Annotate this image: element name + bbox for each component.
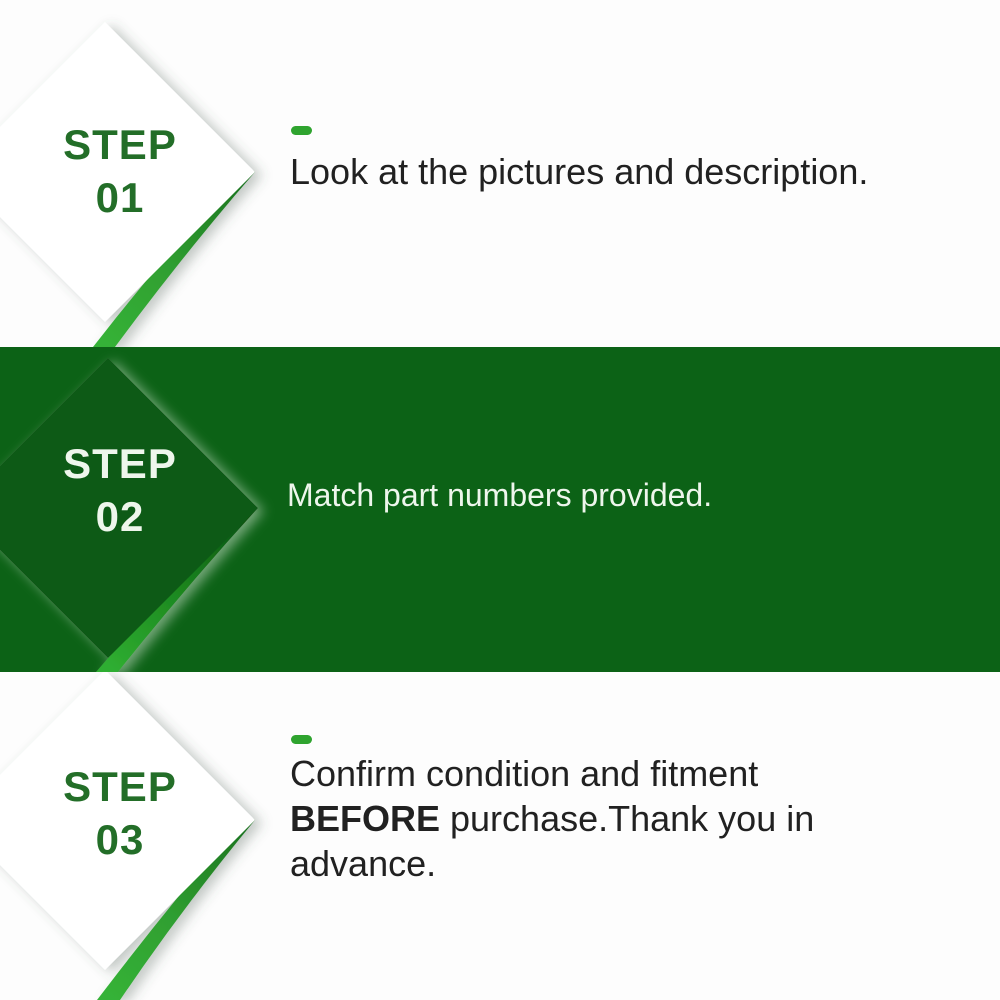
accent-dash-icon [291,126,312,135]
step-1-title: STEP 01 [30,118,210,224]
step-3-label: STEP [63,763,177,810]
step-2-number: 02 [95,493,145,540]
step-3-number: 03 [95,816,145,863]
step-2-title: STEP 02 [30,437,210,543]
accent-dash-icon [291,735,312,744]
step-3-title: STEP 03 [30,760,210,866]
step-1-description: Look at the pictures and description. [290,151,869,192]
step-1-chevron-icon [0,22,255,347]
step-3-description-emphasis: BEFORE [290,798,441,839]
step-2-chevron-icon [0,358,258,672]
step-1-number: 01 [95,174,145,221]
step-3-description-suffix: purchase.Thank you in advance. [290,798,815,884]
step-2-label: STEP [63,440,177,487]
step-3-description-prefix: Confirm condition and fitment [290,753,759,794]
step-3-description: Confirm condition and fitment BEFORE pur… [290,751,890,886]
step-1-label: STEP [63,121,177,168]
step-2-section: STEP 02 Match part numbers provided. [0,347,1000,672]
step-3-section: STEP 03 Confirm condition and fitment BE… [0,672,1000,1000]
step-3-chevron-icon [0,672,255,1000]
step-2-description: Match part numbers provided. [287,477,713,513]
step-1-section: STEP 01 Look at the pictures and descrip… [0,0,1000,347]
